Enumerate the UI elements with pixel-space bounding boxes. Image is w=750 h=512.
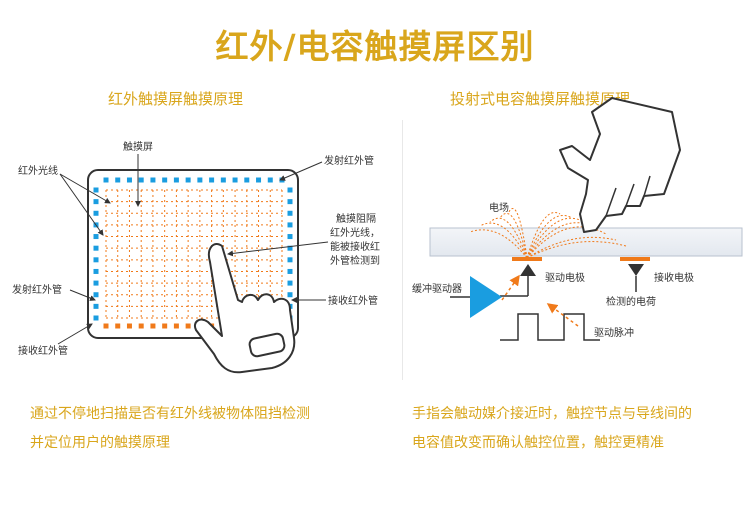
ir-caption: 通过不停地扫描是否有红外线被物体阻挡检测 并定位用户的触摸原理 bbox=[30, 400, 390, 458]
label-emit-tube-top: 发射红外管 bbox=[324, 154, 374, 167]
label-block-2: 红外光线， bbox=[330, 226, 380, 239]
label-receive-electrode: 接收电极 bbox=[654, 271, 694, 284]
buffer-driver-icon bbox=[470, 276, 502, 318]
label-receive-tube-bottom: 接收红外管 bbox=[18, 344, 68, 357]
label-drive-electrode: 驱动电极 bbox=[545, 271, 585, 284]
label-block-4: 外管检测到 bbox=[330, 254, 380, 267]
label-ir-light: 红外光线 bbox=[18, 164, 58, 177]
drive-pulse-wave bbox=[500, 313, 600, 341]
drive-electrode-bar bbox=[512, 257, 542, 261]
ir-caption-line1: 通过不停地扫描是否有红外线被物体阻挡检测 bbox=[30, 406, 310, 422]
label-drive-pulse: 驱动脉冲 bbox=[594, 326, 634, 339]
label-block-1: 触摸阻隔 bbox=[336, 212, 376, 225]
capacitive-diagram: 电场 驱动电极 接收电极 缓冲驱动器 检测的电荷 驱动脉冲 bbox=[412, 97, 743, 341]
capacitive-caption: 手指会触动媒介接近时，触控节点与导线间的 电容值改变而确认触控位置，触控更精准 bbox=[412, 400, 747, 458]
ir-subtitle: 红外触摸屏触摸原理 bbox=[108, 90, 244, 108]
label-emit-tube-left: 发射红外管 bbox=[12, 283, 62, 296]
label-field: 电场 bbox=[489, 201, 509, 214]
label-receive-tube-right: 接收红外管 bbox=[328, 294, 378, 307]
capacitive-caption-line2: 电容值改变而确认触控位置，触控更精准 bbox=[412, 435, 664, 451]
electric-field-lines bbox=[469, 208, 627, 259]
page-title: 红外/电容触摸屏区别 bbox=[215, 27, 535, 66]
ir-labels: 触摸屏 红外光线 发射红外管 发射红外管 触摸阻隔 红外光线， 能被接收红 外管… bbox=[12, 140, 380, 357]
label-touch-screen: 触摸屏 bbox=[123, 140, 153, 153]
label-block-3: 能被接收红 bbox=[330, 240, 380, 253]
label-buffer-driver: 缓冲驱动器 bbox=[412, 282, 462, 295]
receive-electrode-bar bbox=[620, 257, 650, 261]
ir-caption-line2: 并定位用户的触摸原理 bbox=[30, 435, 170, 451]
capacitive-subtitle: 投射式电容触摸屏触摸原理 bbox=[450, 90, 631, 108]
pointing-hand-icon bbox=[194, 243, 296, 374]
capacitive-caption-line1: 手指会触动媒介接近时，触控节点与导线间的 bbox=[412, 406, 692, 422]
touching-hand-icon bbox=[559, 97, 681, 233]
label-detected-charge: 检测的电荷 bbox=[606, 295, 656, 308]
divider bbox=[402, 120, 403, 380]
